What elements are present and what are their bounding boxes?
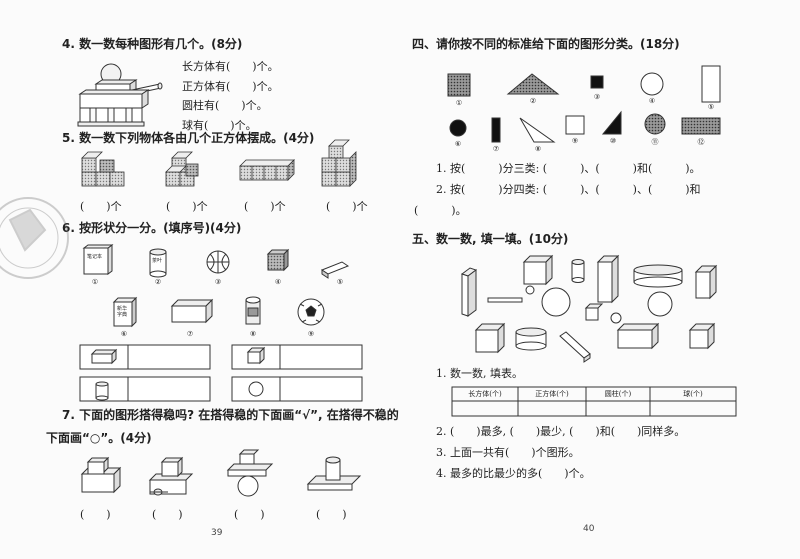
r-label-1: ① [455,99,463,107]
q6-label-4: ④ [274,278,282,286]
q6-label-2: ② [154,278,162,286]
r-label-6: ⑥ [454,140,462,148]
table-header-cuboid: 长方体(个) [468,390,502,398]
r-label-10: ⑩ [609,137,617,145]
q6-label-9: ⑨ [307,330,315,338]
q5-answer-4[interactable]: ( )个 [326,200,368,213]
r-label-2: ② [529,97,537,105]
q7-answer-4[interactable]: ( ) [316,508,347,521]
q6-label-5: ⑤ [336,278,344,286]
r-label-7: ⑦ [492,145,500,153]
table-header-sphere: 球(个) [683,390,703,398]
q4-title: 4. 数一数每种图形有几个。(8分) [62,37,243,51]
r-label-3: ③ [593,93,601,101]
q5-title: 5. 数一数下列物体各由几个正方体摆成。(4分) [62,131,315,145]
r-label-5: ⑤ [707,103,715,111]
q6-title: 6. 按形状分一分。(填序号)(4分) [62,221,242,235]
page-number-right: 40 [583,524,595,534]
tea-text: 茶叶 [152,258,163,264]
notebook-text: 笔记本 [87,254,103,260]
r-q5-sub3[interactable]: 3. 上面一共有( )个图形。 [436,446,580,459]
q4-line-cube: 正方体有( )个。 [182,80,279,93]
r-q5-sub4[interactable]: 4. 最多的比最少的多( )个。 [436,467,591,480]
q4-line-sphere: 球有( )个。 [182,119,257,132]
q5-answer-1[interactable]: ( )个 [80,200,122,213]
table-header-cube: 正方体(个) [535,390,569,398]
q7-line1: 7. 下面的图形搭得稳吗? 在搭得稳的下面画“√”, 在搭得不稳的 [62,408,399,422]
table-header-cylinder: 圆柱(个) [604,390,632,398]
q6-label-1: ① [91,278,99,286]
q4-line-cylinder: 圆柱有( )个。 [182,99,268,112]
r-label-11: ⑪ [651,138,659,146]
r-q4-line1[interactable]: 1. 按( )分三类: ( )、( )和( )。 [436,162,701,175]
q5-answer-3[interactable]: ( )个 [244,200,286,213]
q7-answer-3[interactable]: ( ) [234,508,265,521]
r-label-8: ⑧ [534,145,542,153]
dict-text: 新华字典 [117,306,128,318]
q4-line-cuboid: 长方体有( )个。 [182,60,279,73]
q5-answer-2[interactable]: ( )个 [166,200,208,213]
page-number-left: 39 [211,528,223,538]
r-label-12: ⑫ [697,138,705,146]
r-q4-title: 四、请你按不同的标准给下面的图形分类。(18分) [412,37,680,51]
r-q5-sub1: 1. 数一数, 填表。 [436,367,523,380]
r-q4-line2[interactable]: 2. 按( )分四类: ( )、( )、( )和 [436,183,701,196]
r-q4-line3[interactable]: ( )。 [414,204,467,217]
q7-answer-1[interactable]: ( ) [80,508,111,521]
q7-line2: 下面画“○”。(4分) [46,431,152,445]
q6-label-7: ⑦ [186,330,194,338]
r-label-4: ④ [648,97,656,105]
q7-answer-2[interactable]: ( ) [152,508,183,521]
r-q5-title: 五、数一数, 填一填。(10分) [412,232,569,246]
r-label-9: ⑨ [571,137,579,145]
q6-label-3: ③ [214,278,222,286]
q6-label-6: ⑥ [120,330,128,338]
r-q5-sub2[interactable]: 2. ( )最多, ( )最少, ( )和( )同样多。 [436,425,686,438]
q6-label-8: ⑧ [249,330,257,338]
